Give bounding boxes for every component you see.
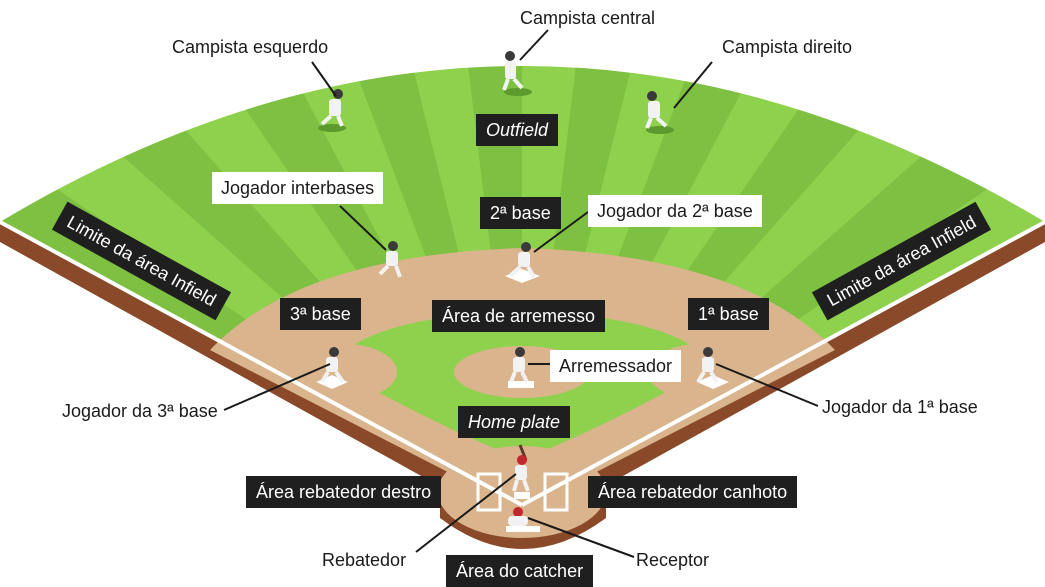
label-third-baseman: Jogador da 3ª base [62, 401, 218, 421]
label-pitcher: Arremessador [550, 350, 682, 382]
home-plate [514, 492, 530, 499]
label-center-fielder: Campista central [520, 8, 656, 28]
label-first-base: 1ª base [688, 298, 769, 330]
player-shortstop [378, 241, 402, 278]
batter-box-right [476, 472, 502, 512]
player-center-fielder [502, 51, 532, 96]
label-right-fielder: Campista direito [722, 37, 853, 57]
leader-right-fielder [673, 61, 713, 109]
label-catcher: Receptor [636, 550, 710, 570]
label-batter: Rebatedor [322, 550, 407, 570]
leader-center-fielder [519, 29, 549, 61]
first-base-bag [697, 375, 729, 389]
leader-shortstop [339, 205, 387, 251]
label-third-base: 3ª base [280, 298, 361, 330]
foul-line-right [521, 220, 1045, 507]
player-first-baseman [696, 347, 719, 384]
label-shortstop: Jogador interbases [212, 172, 384, 204]
label-second-baseman: Jogador da 2ª base [588, 195, 762, 227]
catcher-plate [506, 526, 540, 532]
pitchers-rubber [508, 381, 534, 388]
player-left-fielder [318, 89, 346, 132]
leader-first-baseman [715, 363, 819, 407]
label-catcher-area: Área do catcher [446, 555, 594, 587]
label-first-baseman: Jogador da 1ª base [822, 397, 978, 417]
third-base-dirt [293, 344, 397, 400]
label-second-base: 2ª base [480, 197, 561, 229]
player-batter [512, 444, 530, 492]
leader-catcher [527, 517, 635, 558]
leader-third-baseman [223, 363, 331, 411]
home-plate-soil [440, 500, 606, 549]
batter-box-left [543, 472, 569, 512]
label-outfield: Outfield [476, 114, 559, 146]
leader-batter [415, 473, 517, 553]
leader-left-fielder [311, 61, 337, 97]
leader-second-baseman [533, 211, 589, 253]
label-left-fielder: Campista esquerdo [172, 37, 329, 57]
player-third-baseman [320, 347, 345, 384]
player-pitcher [509, 347, 529, 383]
player-catcher [508, 507, 528, 526]
label-right-batter-box: Área rebatedor destro [246, 476, 442, 508]
label-home-plate: Home plate [458, 406, 571, 438]
label-pitching-area: Área de arremesso [432, 300, 606, 332]
player-right-fielder [645, 91, 674, 134]
label-left-batter-box: Área rebatedor canhoto [588, 476, 798, 508]
foul-line-left [0, 220, 523, 507]
player-second-baseman [508, 242, 536, 279]
